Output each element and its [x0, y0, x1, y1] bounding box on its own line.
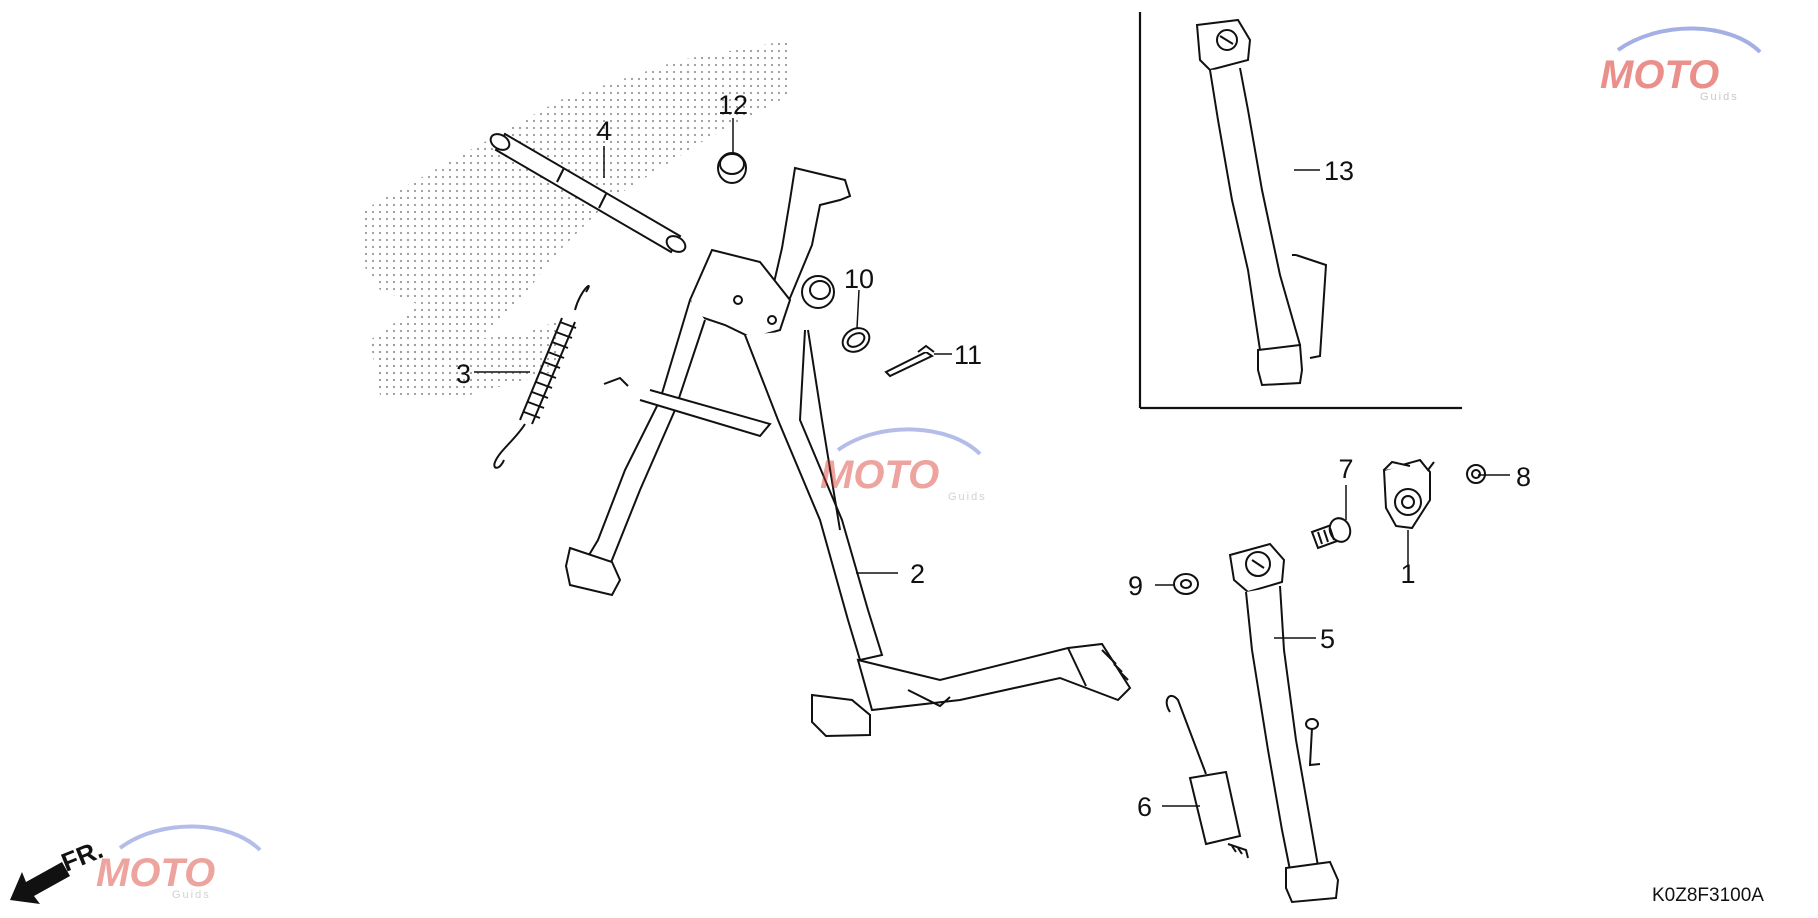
callout-1: 1 [1400, 559, 1415, 589]
leader-lines [474, 118, 1510, 807]
part-10-washer[interactable] [838, 323, 873, 356]
drawing-code: K0Z8F3100A [1652, 885, 1764, 906]
callout-2: 2 [910, 559, 925, 589]
watermark-sub: Guids [1700, 91, 1739, 103]
callout-12: 12 [718, 90, 748, 120]
part-2-main-stand[interactable] [566, 168, 1130, 736]
part-8-screw[interactable] [1467, 465, 1485, 483]
watermark-brand: MOTO [96, 851, 215, 895]
callout-11: 11 [954, 340, 982, 370]
watermark-center: MOTO Guids [820, 427, 987, 503]
part-4-pivot-pipe[interactable] [488, 131, 688, 255]
part-1-side-stand-switch[interactable] [1384, 460, 1434, 528]
callout-labels: 1 2 3 4 5 6 7 8 9 10 11 12 13 [456, 90, 1531, 822]
watermark-bottom-left: MOTO Guids [96, 824, 262, 901]
spring-coils [524, 322, 576, 418]
front-direction-indicator: FR. [10, 834, 107, 904]
part-7-pivot-bolt[interactable] [1312, 515, 1354, 548]
callout-13: 13 [1324, 156, 1354, 186]
part-12-collar[interactable] [718, 153, 746, 183]
swoosh-icon [1616, 26, 1762, 54]
swoosh-icon [118, 824, 262, 852]
part-5-side-stand-bar[interactable] [1230, 544, 1338, 902]
inset-frame [1138, 12, 1462, 410]
front-arrow-icon [10, 862, 70, 904]
watermark-sub: Guids [172, 889, 211, 901]
callout-9: 9 [1128, 571, 1143, 601]
callout-10: 10 [844, 264, 874, 294]
swoosh-icon [836, 427, 982, 456]
callout-3: 3 [456, 359, 471, 389]
part-6-side-stand-spring[interactable] [1167, 696, 1248, 858]
callout-4: 4 [596, 116, 611, 146]
frame-shading [360, 40, 790, 395]
part-9-nut[interactable] [1174, 574, 1198, 594]
part-11-cotter-pin[interactable] [886, 346, 934, 376]
part-13-side-stand-assembly[interactable] [1197, 20, 1326, 385]
watermark-top-right: MOTO Guids [1600, 26, 1762, 103]
part-3-spring[interactable] [494, 286, 588, 468]
callout-5: 5 [1320, 624, 1335, 654]
callout-7: 7 [1338, 454, 1353, 484]
watermark-brand: MOTO [820, 453, 939, 497]
callout-8: 8 [1516, 462, 1531, 492]
watermark-sub: Guids [948, 491, 987, 503]
watermark-brand: MOTO [1600, 53, 1719, 97]
callout-6: 6 [1137, 792, 1152, 822]
